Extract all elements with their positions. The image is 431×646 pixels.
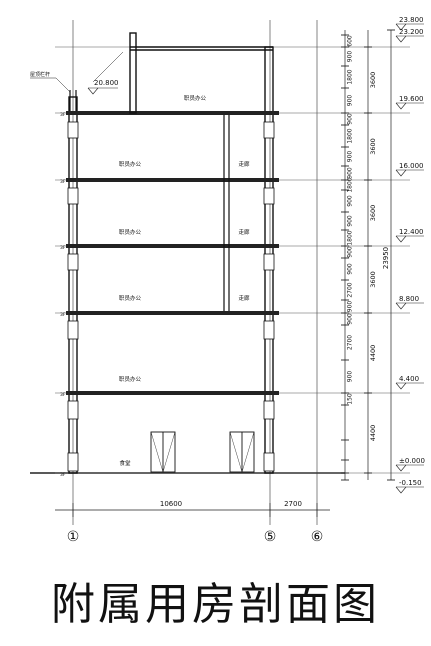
horizontal-dimension-lines xyxy=(55,503,330,517)
inner-dimension-value: 900 xyxy=(347,371,354,383)
inner-dimension-value: 900 xyxy=(347,95,354,107)
elevation-markers: 23.800 23.200 19.600 16.000 12.400 8.800 4.400… xyxy=(87,16,425,494)
floor-level-mark: 3F xyxy=(60,472,66,478)
room-label: 职员办公 xyxy=(119,160,142,168)
section-drawing: 6009001800900900180090090018009009001800… xyxy=(30,16,425,545)
inner-dimension-value: 600 xyxy=(347,35,354,47)
elevation-triangle xyxy=(395,23,407,31)
parapet-label-leader xyxy=(55,77,71,93)
elevation-triangle xyxy=(395,235,407,243)
elevation-triangle xyxy=(395,464,407,472)
elevation-value: -0.150 xyxy=(399,479,422,487)
elevation-value: 4.400 xyxy=(399,375,419,383)
outer-dimension-value: 3600 xyxy=(369,271,377,288)
inner-dimension-value: 1800 xyxy=(347,128,354,143)
inner-dimension-value: 900 xyxy=(347,195,354,207)
total-height-value: 23950 xyxy=(382,247,390,269)
room-label: 食堂 xyxy=(119,459,131,467)
outer-dimension-value: 4400 xyxy=(369,345,377,362)
room-label: 走廊 xyxy=(238,294,250,302)
inner-dimension-value: 2700 xyxy=(347,282,354,297)
parapet-elevation-triangle xyxy=(87,87,99,95)
inner-dimension-value: 900 xyxy=(347,313,354,325)
elevation-value: 8.800 xyxy=(399,295,419,303)
parapet-label: 屋顶栏杆 xyxy=(30,71,50,78)
outer-dimension-value: 3600 xyxy=(369,72,377,89)
grid-axis-label: ① xyxy=(67,529,80,545)
room-label: 职员办公 xyxy=(119,228,142,236)
room-label: 职员办公 xyxy=(119,375,142,383)
floor-level-mark: 3F xyxy=(60,312,66,318)
elevation-triangle xyxy=(395,35,407,43)
inner-dimension-value: 1800 xyxy=(347,177,354,192)
elevation-value: ±0.000 xyxy=(399,457,425,465)
exterior-walls xyxy=(68,46,274,474)
parapet-elevation-pointer xyxy=(92,51,124,83)
inner-dimension-value: 900 xyxy=(347,113,354,125)
inner-dimension-value: 900 xyxy=(347,246,354,258)
floor-level-mark: 3F xyxy=(60,392,66,398)
grid-axis-label: ⑥ xyxy=(311,529,324,545)
grid-axis-label: ⑤ xyxy=(264,529,277,545)
wall-openings xyxy=(67,121,275,472)
parapet-railing xyxy=(69,90,77,111)
bay-width-value: 2700 xyxy=(284,500,302,508)
annotation-text: 6009001800900900180090090018009009001800… xyxy=(30,35,390,508)
drawing-title: 附属用房剖面图 xyxy=(51,579,380,630)
elevation-triangle xyxy=(395,302,407,310)
dimension-ticks xyxy=(341,29,395,481)
elevation-triangle xyxy=(395,169,407,177)
room-label: 走廊 xyxy=(238,160,250,168)
inner-dimension-value: 1800 xyxy=(347,230,354,245)
roof-stair-room xyxy=(129,32,273,114)
bay-width-value: 10600 xyxy=(160,500,182,508)
grid-axis-lines xyxy=(72,20,318,525)
level-reference-lines xyxy=(55,46,410,474)
inner-dimension-value: 900 xyxy=(347,167,354,179)
elevation-value: 23.200 xyxy=(399,28,424,36)
floor-slabs xyxy=(66,111,279,395)
ground-floor-doors xyxy=(150,431,255,473)
parapet-elevation-value: 20.800 xyxy=(94,79,119,87)
outer-dimension-value: 3600 xyxy=(369,138,377,155)
inner-dimension-value: 900 xyxy=(347,151,354,163)
elevation-value: 19.600 xyxy=(399,95,424,103)
inner-dimension-value: 150 xyxy=(347,393,354,405)
outer-dimension-value: 4400 xyxy=(369,425,377,442)
floor-level-mark: 3F xyxy=(60,245,66,251)
elevation-triangle xyxy=(395,382,407,390)
elevation-triangle xyxy=(395,102,407,110)
elevation-triangle xyxy=(395,486,407,494)
floor-level-mark: 3F xyxy=(60,112,66,118)
inner-dimension-value: 900 xyxy=(347,51,354,63)
grid-axis-bubbles: ① ⑤ ⑥ xyxy=(67,529,324,545)
inner-dimension-value: 900 xyxy=(347,263,354,275)
outer-dimension-value: 3600 xyxy=(369,205,377,222)
elevation-value: 12.400 xyxy=(399,228,424,236)
room-label: 走廊 xyxy=(238,228,250,236)
elevation-value: 16.000 xyxy=(399,162,424,170)
inner-dimension-value: 900 xyxy=(347,215,354,227)
inner-dimension-value: 900 xyxy=(347,301,354,313)
corridor-partition xyxy=(223,115,230,311)
elevation-value: 23.800 xyxy=(399,16,424,24)
room-label: 职员办公 xyxy=(119,294,142,302)
inner-dimension-value: 1800 xyxy=(347,69,354,84)
room-label: 职员办公 xyxy=(184,94,207,102)
floor-level-mark: 3F xyxy=(60,179,66,185)
inner-dimension-value: 2700 xyxy=(347,335,354,350)
